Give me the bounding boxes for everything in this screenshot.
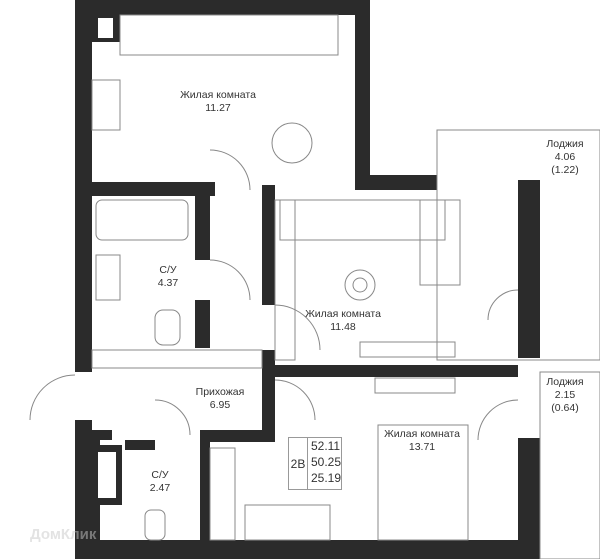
room-area: 11.27 xyxy=(205,102,231,114)
room-label-hallway: Прихожая 6.95 xyxy=(196,386,245,412)
room-area: 13.71 xyxy=(408,441,436,453)
room-name: Жилая комната xyxy=(305,308,381,320)
room-reduced-area: (1.22) xyxy=(551,164,579,176)
area-no-loggia: 50.25 xyxy=(310,455,341,469)
room-label-kitchen-living: Жилая комната 11.27 xyxy=(180,89,256,115)
room-name: Прихожая xyxy=(195,386,245,398)
room-name: Жилая комната xyxy=(180,89,256,101)
living-area: 25.19 xyxy=(310,471,341,485)
fixtures xyxy=(29,14,600,559)
room-area: 6.95 xyxy=(209,399,231,411)
room-name: Лоджия xyxy=(546,138,584,150)
room-name: С/У xyxy=(151,469,169,481)
room-name: Лоджия xyxy=(546,376,584,388)
room-area: 2.47 xyxy=(149,482,171,494)
apartment-info-box: 2В 52.11 50.25 25.19 xyxy=(288,437,342,490)
total-area: 52.11 xyxy=(310,439,341,453)
watermark-logo: ДомКлик xyxy=(30,526,97,543)
room-area: 4.37 xyxy=(157,277,179,289)
room-label-loggia-1: Лоджия 4.06 (1.22) xyxy=(546,138,583,177)
room-name: С/У xyxy=(159,264,177,276)
room-label-living-room: Жилая комната 11.48 xyxy=(305,308,381,334)
room-area: 2.15 xyxy=(554,389,576,401)
room-label-bedroom: Жилая комната 13.71 xyxy=(384,428,460,454)
apartment-type: 2В xyxy=(289,438,308,489)
room-name: Жилая комната xyxy=(384,428,460,440)
room-reduced-area: (0.64) xyxy=(551,402,579,414)
room-area: 4.06 xyxy=(554,151,576,163)
walls xyxy=(75,0,540,559)
room-label-loggia-2: Лоджия 2.15 (0.64) xyxy=(546,376,583,415)
room-area: 11.48 xyxy=(330,321,356,333)
room-label-bathroom-1: С/У 4.37 xyxy=(158,264,178,290)
room-label-bathroom-2: С/У 2.47 xyxy=(150,469,170,495)
